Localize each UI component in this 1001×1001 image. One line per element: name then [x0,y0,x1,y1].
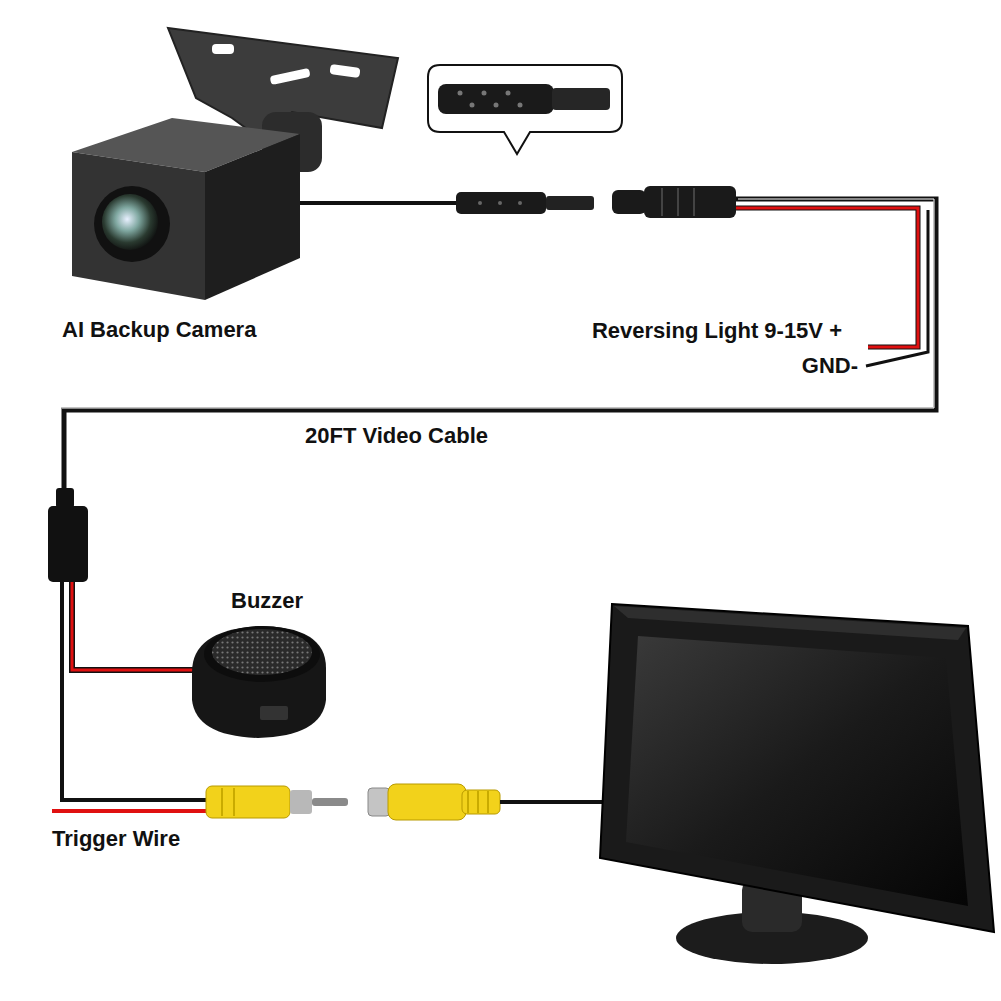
connector-pin [546,196,594,210]
rca-ridge [467,791,469,813]
rca-body [388,784,466,820]
callout-hole [518,103,523,108]
wire-label: Trigger Wire [52,826,180,851]
camera-cable [300,201,458,205]
callout-connector-tip [552,88,610,110]
connector-body [612,190,646,214]
rca-female-jack [368,784,500,820]
male-connector [456,192,594,214]
wire-label: Reversing Light 9-15V + [592,318,842,343]
rca-ridge [487,791,489,813]
rca-pin [312,798,348,806]
monitor-screen [626,636,968,906]
monitor-visor [614,606,966,640]
cable-splitter [48,488,88,582]
buzzer-grille [212,629,312,675]
video-lead [62,582,212,800]
female-connector [612,186,736,218]
bracket-hole [329,64,360,78]
video-cable [64,199,936,492]
callout-hole [506,91,511,96]
buzzer-clip [260,706,288,720]
callout-hole [482,91,487,96]
bracket-hole [212,44,234,54]
buzzer-rim [204,626,320,682]
camera-front [72,152,205,300]
backup-camera [72,118,300,300]
camera-lens [102,194,158,250]
monitor [600,604,994,964]
lens-ring [94,186,170,262]
rca-body [206,786,290,818]
rca-ridge [221,788,223,816]
monitor-frame [600,604,994,932]
rca-socket [368,788,390,816]
ground-wire [866,210,928,366]
connector-hole [498,201,502,205]
buzzer-wire [72,582,200,670]
camera-side [205,134,300,300]
connector-hole [478,201,482,205]
part-label: Buzzer [231,588,303,613]
callout-hole [470,103,475,108]
buzzer-body [192,626,326,738]
callout-bubble [428,65,622,154]
splitter-neck [56,488,74,508]
monitor-cable [500,800,606,804]
callout-connector [438,84,554,114]
connector-ridge [677,188,679,216]
rca-male-plug [206,786,348,818]
rca-ridge [233,788,235,816]
video-cable-highlight [62,199,934,408]
part-label: AI Backup Camera [62,317,256,342]
buzzer-wire-outline [72,582,200,670]
buzzer [192,626,326,738]
connector-ridge [693,188,695,216]
trigger-wire [52,809,212,813]
rca-ridge [477,791,479,813]
connector-body [456,192,546,214]
callout-hole [494,103,499,108]
connector-callout [428,65,622,154]
connector-hole [518,201,522,205]
wire-label: GND- [802,353,858,378]
callout-hole [458,91,463,96]
connector-ridge [661,188,663,216]
cable-label: 20FT Video Cable [305,423,488,448]
splitter-body [48,506,88,582]
bracket-hole [270,68,311,85]
rca-shell [290,790,312,814]
rca-tail [462,790,500,814]
connector-body [644,186,736,218]
